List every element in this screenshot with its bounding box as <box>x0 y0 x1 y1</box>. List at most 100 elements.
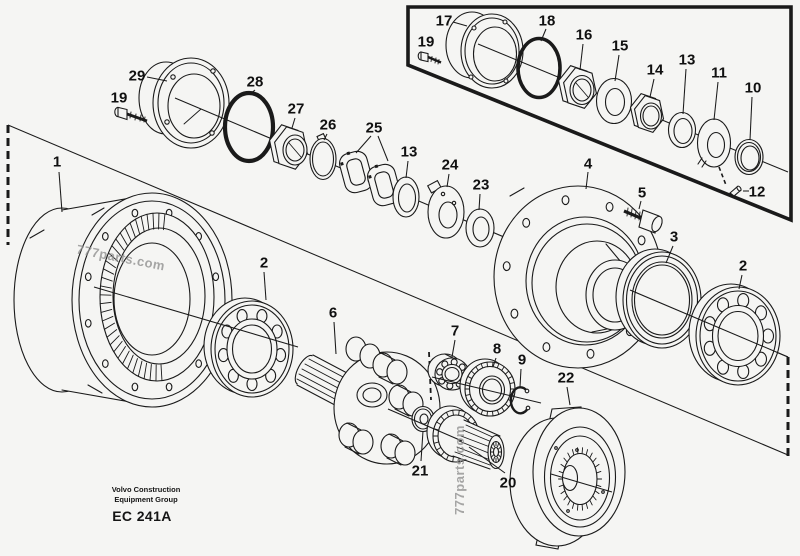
leader-line-29 <box>146 76 168 82</box>
part-17-cover <box>445 11 524 89</box>
part-13-washer-inset <box>667 111 697 149</box>
part-callout-7: 7 <box>451 323 459 340</box>
part-callout-10: 10 <box>745 80 762 97</box>
leader-line-3 <box>665 245 674 264</box>
leader-line-13 <box>405 160 409 179</box>
leader-line-18 <box>540 28 547 42</box>
part-22-drum <box>509 406 626 550</box>
leader-line-11 <box>713 81 719 121</box>
footer-figure-code: EC 241A <box>112 508 172 524</box>
part-callout-19: 19 <box>111 90 128 107</box>
flange-bolt-holes <box>502 195 654 359</box>
axis-line-hub-row <box>93 286 299 348</box>
part-26-lock-ring <box>309 132 337 181</box>
watermark-text-2: 777parts.com <box>452 425 467 515</box>
axis-line-seal-bearing <box>629 289 789 358</box>
part-callout-13: 13 <box>679 52 696 69</box>
part-14-nut <box>629 92 665 134</box>
leader-line-21 <box>420 430 424 462</box>
part-callout-21: 21 <box>412 463 429 480</box>
part-29-cover <box>138 57 230 149</box>
part-27-nut <box>269 124 308 170</box>
footer-company-line2: Equipment Group <box>114 495 178 504</box>
part-15-washer <box>595 77 633 125</box>
bolt-threads <box>626 207 641 221</box>
part-callout-19: 19 <box>418 34 435 51</box>
part-callout-14: 14 <box>647 62 664 79</box>
leader-line-20 <box>468 446 506 474</box>
part-callout-11: 11 <box>711 65 727 82</box>
leader-line-16 <box>579 43 584 71</box>
part-18-oring <box>516 36 562 100</box>
axis-line-input-row-a <box>387 408 463 442</box>
part-callout-6: 6 <box>329 305 337 322</box>
leader-line-2 <box>738 274 743 290</box>
axis-line-gear-row <box>431 376 542 404</box>
part-callout-24: 24 <box>442 157 459 174</box>
part-24-tab-washer <box>426 179 465 239</box>
section-boundary <box>6 124 790 456</box>
part-28-oring <box>222 90 276 164</box>
part-callout-22: 22 <box>558 370 575 387</box>
callout-leader-lines <box>58 21 753 474</box>
part-11-tab-washer <box>696 118 732 168</box>
part-23-washer <box>465 208 495 248</box>
part-callout-2: 2 <box>739 258 747 275</box>
footer-block: Volvo Construction Equipment Group EC 24… <box>112 485 181 524</box>
part-callout-16: 16 <box>576 27 593 44</box>
dashed-line-to-pin <box>718 166 727 186</box>
part-callout-17: 17 <box>436 13 453 30</box>
leader-line-14 <box>649 78 655 98</box>
leader-line-27 <box>291 117 296 129</box>
part-16-nut <box>558 65 597 109</box>
part-callout-8: 8 <box>493 341 501 358</box>
part-3-seal-ring <box>615 248 702 349</box>
part-4-spindle-flange <box>493 185 663 369</box>
leader-line-6 <box>333 321 337 355</box>
part-callout-1: 1 <box>53 154 61 171</box>
part-callout-15: 15 <box>612 38 629 55</box>
part-19-bolt-inset <box>417 51 442 65</box>
part-1-hub <box>13 192 233 408</box>
leader-line-25 <box>377 135 389 162</box>
part-12-pin <box>729 185 742 197</box>
part-callout-20: 20 <box>500 475 517 492</box>
leader-line-28 <box>249 89 256 95</box>
part-callout-4: 4 <box>584 156 593 173</box>
leader-line-1 <box>58 171 63 213</box>
leader-line-22 <box>566 386 571 406</box>
planet-pin-bosses <box>338 336 424 466</box>
part-callout-26: 26 <box>320 117 337 134</box>
part-callout-5: 5 <box>638 185 646 202</box>
axis-line-input-row-b <box>550 473 613 493</box>
leader-line-15 <box>614 54 620 82</box>
leader-line-7 <box>451 339 456 358</box>
part-callout-27: 27 <box>288 101 305 118</box>
leader-line-24 <box>446 173 450 188</box>
footer-company-line1: Volvo Construction <box>112 485 181 494</box>
part-5-bolt <box>623 207 663 234</box>
part-callout-2: 2 <box>260 255 268 272</box>
leader-line-2 <box>263 271 267 301</box>
part-callout-28: 28 <box>247 74 264 91</box>
leader-line-10 <box>749 96 753 141</box>
leader-line-5 <box>638 200 642 210</box>
part-13-washer-main <box>392 176 420 218</box>
part-10-ring <box>734 138 764 176</box>
part-callout-12: 12 <box>749 184 766 201</box>
spline-bore-teeth <box>490 441 502 463</box>
part-callout-25: 25 <box>366 120 383 137</box>
leader-line-9 <box>519 368 522 388</box>
dashed-assembly-line <box>428 351 432 401</box>
part-callout-18: 18 <box>539 13 556 30</box>
part-19-bolt-main <box>114 106 148 123</box>
part-8-sun-gear <box>459 358 516 417</box>
leader-line-25 <box>355 135 372 154</box>
part-callout-13: 13 <box>401 144 418 161</box>
part-9-snap-ring <box>509 386 531 415</box>
bolt-threads <box>129 111 146 123</box>
inset-detail-box <box>406 5 793 223</box>
